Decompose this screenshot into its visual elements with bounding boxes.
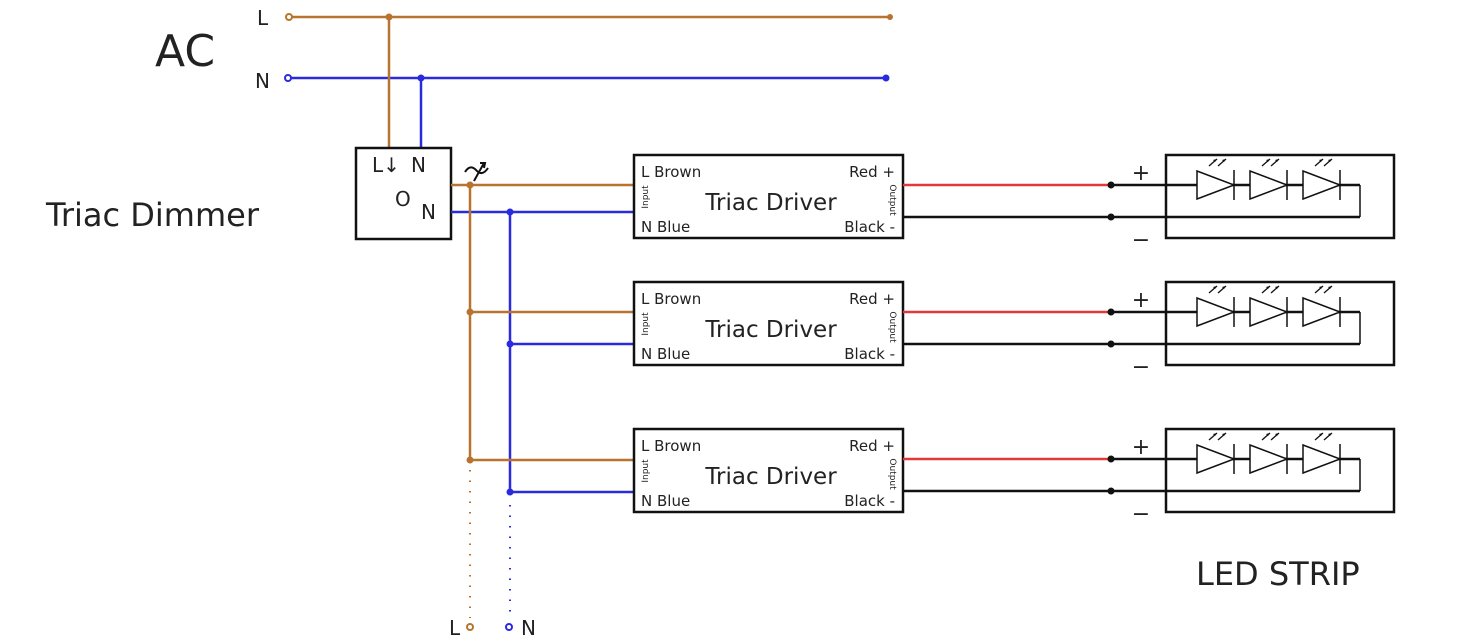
led-icon <box>1302 432 1343 475</box>
plus-sign: + <box>1132 435 1150 460</box>
led-icon <box>1249 158 1290 201</box>
driver-neg-output: Black - <box>844 492 895 510</box>
led-icon <box>1302 158 1343 201</box>
led-icon <box>1249 285 1290 328</box>
dimmer-out-o: O <box>395 187 411 211</box>
minus-sign: − <box>1132 228 1150 253</box>
junction-dot <box>466 181 474 189</box>
junction-dot <box>506 208 514 216</box>
led-icon <box>1196 285 1237 328</box>
driver-pos-output: Red + <box>849 163 895 181</box>
junction-dot <box>506 488 514 496</box>
driver-n-input: N Blue <box>641 492 690 510</box>
continuation-live-terminal <box>466 623 474 631</box>
junction-dot <box>466 308 474 316</box>
led-icon <box>1249 432 1290 475</box>
led-icon <box>1302 285 1343 328</box>
junction-dot <box>506 340 514 348</box>
driver-l-input: L Brown <box>641 437 701 455</box>
led-strip-box <box>1164 280 1396 367</box>
driver-output-tag: Output <box>887 184 897 216</box>
plus-sign: + <box>1132 288 1150 313</box>
distribution-bus: L N <box>449 181 634 640</box>
driver-neg-output: Black - <box>844 218 895 236</box>
led-strip-box <box>1164 427 1396 514</box>
junction-dot <box>385 13 393 21</box>
driver-row: L Brown N Blue Red + Black - Triac Driver Inp… <box>632 280 1396 380</box>
led-icon <box>1196 432 1237 475</box>
continuation-l-label: L <box>449 616 461 640</box>
continuation-neutral-terminal <box>505 623 513 631</box>
led-strip-label: LED STRIP <box>1196 555 1360 593</box>
led-icon <box>1196 158 1237 201</box>
driver-l-input: L Brown <box>641 290 701 308</box>
negative-junction <box>1107 340 1115 348</box>
negative-junction <box>1107 487 1115 495</box>
ac-l-label: L <box>257 6 269 30</box>
driver-input-tag: Input <box>641 312 651 336</box>
driver-title: Triac Driver <box>704 190 837 216</box>
driver-title: Triac Driver <box>704 317 837 343</box>
dimmer-in-l: L↓ <box>372 153 400 177</box>
minus-sign: − <box>1132 502 1150 527</box>
driver-row: L Brown N Blue Red + Black - Triac Driver Inp… <box>632 153 1396 253</box>
driver-title: Triac Driver <box>704 464 837 490</box>
driver-l-input: L Brown <box>641 163 701 181</box>
driver-input-tag: Input <box>641 185 651 209</box>
driver-neg-output: Black - <box>844 345 895 363</box>
dimmer-out-n: N <box>421 200 436 224</box>
driver-box <box>632 153 905 240</box>
ac-neutral-terminal <box>284 74 292 82</box>
continuation-n-label: N <box>521 616 536 640</box>
driver-row: L Brown N Blue Red + Black - Triac Driver Inp… <box>632 427 1396 527</box>
triac-dimmer: Triac Dimmer L↓ N O N <box>45 146 489 241</box>
positive-junction <box>1107 455 1115 463</box>
ac-label: AC <box>155 26 215 77</box>
ac-live-end <box>887 14 893 20</box>
negative-junction <box>1107 213 1115 221</box>
driver-box <box>632 280 905 367</box>
dimmer-symbol-icon <box>464 162 489 182</box>
driver-input-tag: Input <box>641 459 651 483</box>
minus-sign: − <box>1132 355 1150 380</box>
driver-output-tag: Output <box>887 458 897 490</box>
driver-output-tag: Output <box>887 311 897 343</box>
led-strip-box <box>1164 153 1396 240</box>
dimmer-in-n: N <box>411 153 426 177</box>
dimmer-box <box>354 146 453 241</box>
driver-pos-output: Red + <box>849 437 895 455</box>
positive-junction <box>1107 181 1115 189</box>
junction-dot <box>417 74 425 82</box>
driver-n-input: N Blue <box>641 345 690 363</box>
plus-sign: + <box>1132 161 1150 186</box>
driver-box <box>632 427 905 514</box>
driver-n-input: N Blue <box>641 218 690 236</box>
positive-junction <box>1107 308 1115 316</box>
junction-dot <box>466 456 474 464</box>
driver-pos-output: Red + <box>849 290 895 308</box>
ac-live-terminal <box>285 13 293 21</box>
ac-neutral-end <box>882 74 890 82</box>
dimmer-label: Triac Dimmer <box>45 196 260 234</box>
ac-n-label: N <box>255 69 270 93</box>
ac-mains: AC L N <box>155 6 893 148</box>
